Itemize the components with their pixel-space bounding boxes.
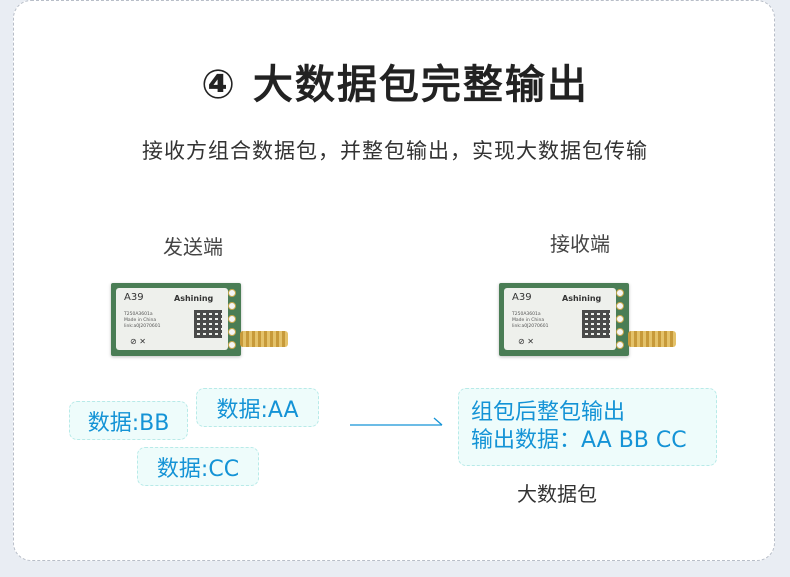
sender-label: 发送端: [163, 235, 223, 259]
module-origin: Made in China: [512, 318, 545, 323]
result-box: 组包后整包输出 输出数据：AA BB CC: [458, 388, 717, 466]
receiver-module-image: A39 Ashining T250A3601a Made in China li…: [499, 283, 629, 356]
module-serial: T250A3601a: [124, 312, 153, 317]
module-model: A39: [124, 292, 144, 303]
module-brand: Ashining: [174, 294, 214, 303]
module-serial: T250A3601a: [512, 312, 541, 317]
module-model: A39: [512, 292, 532, 303]
sender-module-image: A39 Ashining T250A3601a Made in China li…: [111, 283, 241, 356]
module-label-plate: A39 Ashining T250A3601a Made in China li…: [504, 288, 616, 350]
page-title: ④ 大数据包完整输出: [201, 62, 589, 108]
module-label-plate: A39 Ashining T250A3601a Made in China li…: [116, 288, 228, 350]
result-line-2: 输出数据：AA BB CC: [471, 428, 687, 453]
certification-marks-icon: ⊘ ✕: [518, 337, 534, 346]
module-pins: [228, 289, 238, 349]
packet-bb: 数据:BB: [69, 401, 188, 440]
qr-code-icon: [194, 310, 222, 338]
module-link: link:a0J2070601: [512, 324, 549, 329]
packet-cc: 数据:CC: [137, 447, 259, 486]
receiver-label: 接收端: [550, 232, 610, 256]
result-caption: 大数据包: [517, 482, 597, 506]
qr-code-icon: [582, 310, 610, 338]
certification-marks-icon: ⊘ ✕: [130, 337, 146, 346]
module-pins: [616, 289, 626, 349]
packet-aa: 数据:AA: [196, 388, 319, 427]
module-origin: Made in China: [124, 318, 157, 323]
result-line-1: 组包后整包输出: [471, 400, 626, 425]
sma-antenna-connector-icon: [628, 331, 676, 347]
sma-antenna-connector-icon: [240, 331, 288, 347]
right-arrow-icon: [350, 417, 443, 426]
page-subtitle: 接收方组合数据包，并整包输出，实现大数据包传输: [142, 139, 648, 163]
module-brand: Ashining: [562, 294, 602, 303]
module-link: link:a0J2070601: [124, 324, 161, 329]
